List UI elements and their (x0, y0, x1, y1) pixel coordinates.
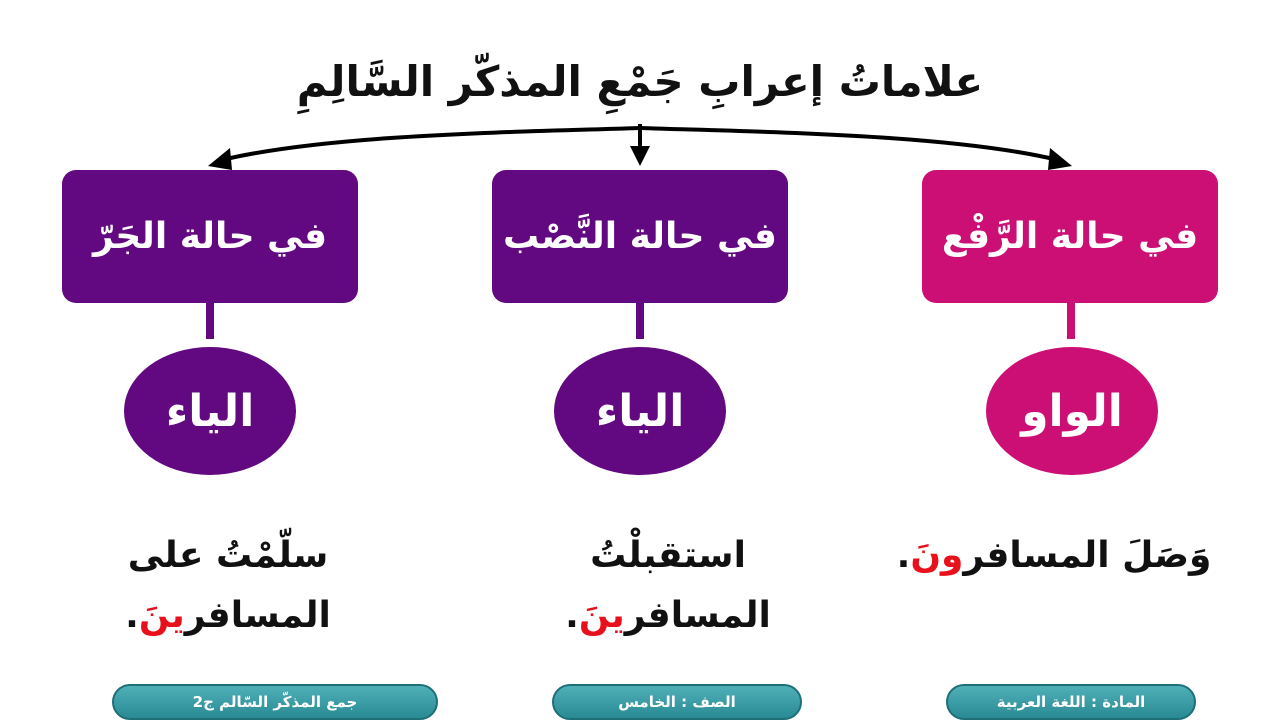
sign-oval-jarr: الياء (124, 347, 296, 475)
example-raf: وَصَلَ المسافرونَ. (874, 526, 1234, 586)
stem-jarr (206, 303, 214, 339)
arrow-to-raf (639, 126, 1059, 162)
arrowhead-nasb (630, 146, 650, 166)
example-nasb-stem: استقبلْتُ المسافر (590, 535, 771, 636)
example-jarr-period: . (125, 595, 139, 636)
example-raf-ending: ونَ (910, 535, 964, 576)
diagram-title: علاماتُ إعرابِ جَمْعِ المذكّر السَّالِمِ (296, 57, 984, 106)
footer-grade: الصف : الخامس (552, 684, 802, 720)
case-box-jarr: في حالة الجَرّ (62, 170, 358, 303)
arrow-to-jarr (221, 126, 641, 162)
case-label-nasb: في حالة النَّصْب (503, 216, 778, 257)
case-label-jarr: في حالة الجَرّ (92, 216, 328, 257)
sign-oval-nasb: الياء (554, 347, 726, 475)
example-nasb: استقبلْتُ المسافرينَ. (488, 526, 848, 636)
sign-label-jarr: الياء (165, 385, 255, 437)
example-jarr-stem: سلّمْتُ على المسافر (127, 535, 331, 636)
stem-nasb (636, 303, 644, 339)
case-box-raf: في حالة الرَّفْع (922, 170, 1218, 303)
sign-oval-raf: الواو (986, 347, 1158, 475)
arrowhead-jarr (208, 148, 232, 170)
sign-label-raf: الواو (1021, 385, 1123, 437)
example-nasb-ending: ينَ (578, 595, 625, 636)
example-jarr-ending: ينَ (138, 595, 185, 636)
stem-raf (1067, 303, 1075, 339)
sign-label-nasb: الياء (595, 385, 685, 437)
example-raf-stem: وَصَلَ المسافر (963, 535, 1212, 576)
case-label-raf: في حالة الرَّفْع (941, 216, 1199, 257)
arrowhead-raf (1048, 148, 1072, 170)
case-box-nasb: في حالة النَّصْب (492, 170, 788, 303)
footer-lesson: جمع المذكّر السّالم ج2 (112, 684, 438, 720)
example-jarr: سلّمْتُ على المسافرينَ. (48, 526, 408, 636)
footer-subject: المادة : اللغة العربية (946, 684, 1196, 720)
example-raf-period: . (896, 535, 911, 576)
example-nasb-period: . (565, 595, 579, 636)
